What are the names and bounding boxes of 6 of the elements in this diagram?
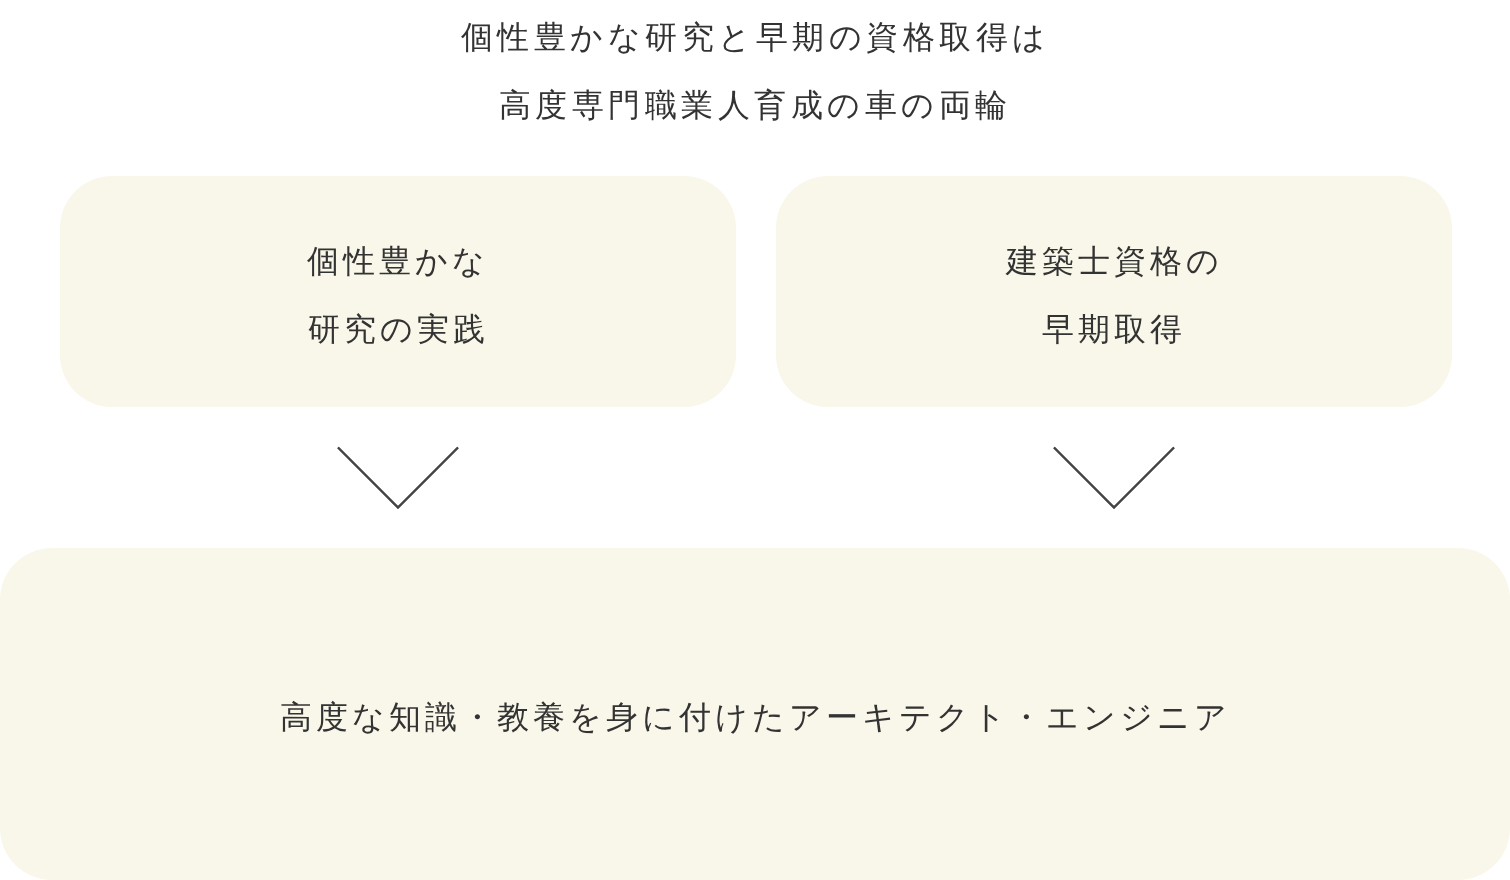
box-label: 高度な知識・教養を身に付けたアーキテクト・エンジニア: [278, 697, 1232, 738]
chevron-arrow: [1053, 446, 1175, 509]
chevron-arrow: [337, 446, 459, 509]
box-label: 建築士資格の早期取得: [1004, 241, 1224, 350]
box-label: 個性豊かな研究の実践: [306, 241, 490, 350]
heading: 個性豊かな研究と早期の資格取得は高度専門職業人育成の車の両輪: [459, 17, 1051, 126]
